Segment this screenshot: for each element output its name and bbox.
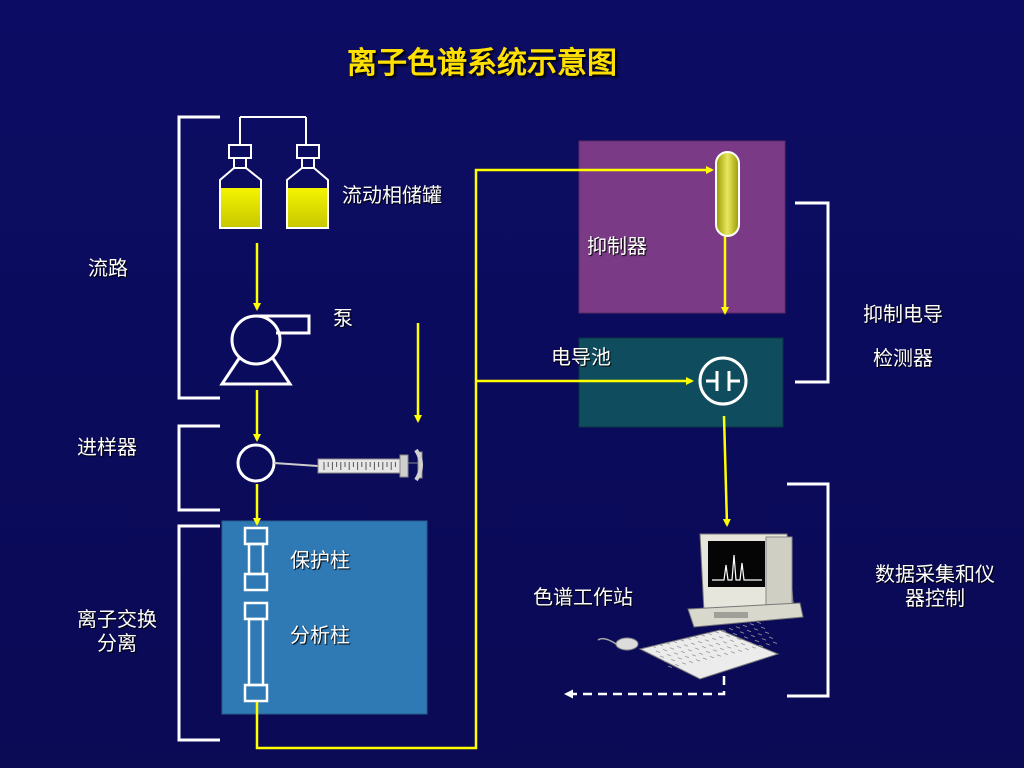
suppressor-box xyxy=(578,140,786,314)
suppressor-tube-icon xyxy=(715,151,740,237)
label-reservoir: 流动相储罐 xyxy=(342,183,442,207)
bracket-data xyxy=(787,482,830,698)
computer-icon xyxy=(597,533,804,680)
mouse-icon xyxy=(615,637,639,651)
label-flow-path: 流路 xyxy=(88,256,128,280)
label-pump: 泵 xyxy=(333,306,353,330)
page-title: 离子色谱系统示意图 xyxy=(347,46,617,81)
guard-column-icon xyxy=(243,526,269,592)
label-detector-line2: 检测器 xyxy=(873,346,933,370)
label-data-control: 数据采集和仪 器控制 xyxy=(850,562,1020,610)
conductivity-cell-icon xyxy=(698,356,748,406)
label-analytical-column: 分析柱 xyxy=(290,623,350,647)
conductivity-cell-box xyxy=(578,337,784,428)
syringe-icon xyxy=(317,448,423,482)
label-workstation: 色谱工作站 xyxy=(533,585,633,609)
label-data-control-line2: 器控制 xyxy=(905,586,965,610)
column-box xyxy=(221,520,428,715)
flow-lines xyxy=(253,166,731,750)
label-suppressor: 抑制器 xyxy=(587,234,647,258)
label-guard-column: 保护柱 xyxy=(290,548,350,572)
analytical-column-icon xyxy=(243,601,269,703)
label-ion-exchange: 离子交换 分离 xyxy=(62,607,172,655)
label-injector: 进样器 xyxy=(77,435,137,459)
label-detector-line1: 抑制电导 xyxy=(863,302,943,326)
injector-icon xyxy=(236,443,319,483)
bottle-right-icon xyxy=(286,144,329,229)
bracket-separation xyxy=(177,524,220,742)
bracket-flow-path xyxy=(177,115,220,400)
bracket-detector xyxy=(795,201,830,384)
pump-icon xyxy=(219,314,311,386)
reservoir-bottles xyxy=(219,116,329,229)
label-conductivity-cell: 电导池 xyxy=(551,345,611,369)
bottle-left-icon xyxy=(219,144,262,229)
label-ion-exchange-line2: 分离 xyxy=(97,631,137,655)
label-data-control-line1: 数据采集和仪 xyxy=(875,562,995,586)
control-arrow xyxy=(564,676,726,699)
label-detector: 抑制电导 检测器 xyxy=(845,292,961,380)
bracket-injector xyxy=(177,424,220,512)
label-ion-exchange-line1: 离子交换 xyxy=(77,607,157,631)
chromatogram-icon xyxy=(712,554,762,581)
